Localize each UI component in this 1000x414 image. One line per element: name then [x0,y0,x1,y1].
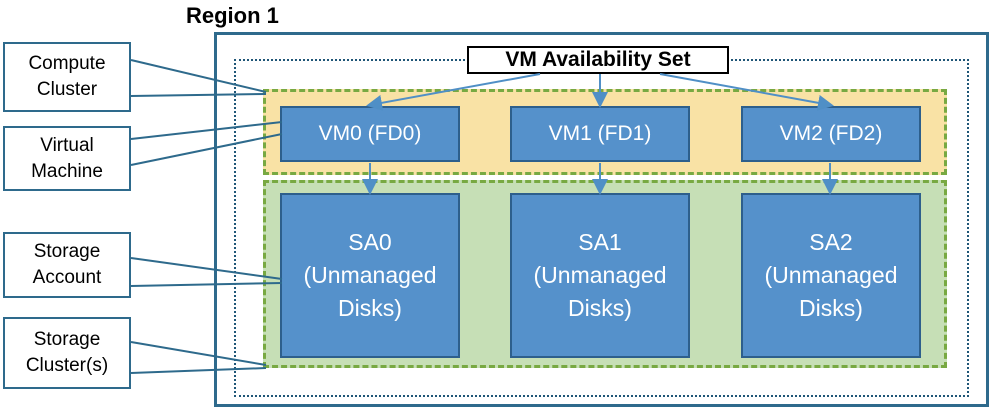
region-title: Region 1 [186,3,279,28]
legend-line: Machine [31,160,103,182]
legend-line: Virtual [40,134,94,156]
availability-set-title: VM Availability Set [467,46,729,74]
legend-line: Storage [33,241,101,262]
storage-account-name: SA2 [809,229,853,255]
storage-account-suffix: Disks) [799,295,863,321]
legend-line: Cluster [36,79,98,100]
callout-virtual-machine-b [130,133,283,166]
legend-storage-account: Storage Account [3,232,131,298]
region-boundary [214,32,989,407]
callout-compute-cluster-b [130,93,267,97]
storage-account-name: SA1 [578,229,622,255]
legend-line: Storage [33,329,101,350]
storage-account-type: (Unmanaged [764,262,898,288]
vm-label: VM1 (FD1) [548,122,652,145]
storage-account-node-0: SA0 (Unmanaged Disks) [280,193,460,358]
callout-storage-cluster-b [130,367,267,374]
storage-account-node-1: SA1 (Unmanaged Disks) [510,193,690,358]
legend-line: Cluster(s) [25,355,109,376]
storage-account-suffix: Disks) [568,295,632,321]
callout-compute-cluster-a [130,59,267,93]
availability-set-arrows [366,73,834,111]
arrow-set-to-vm2 [659,73,834,111]
callout-storage-account-b [130,282,283,287]
callout-storage-cluster-a [130,341,267,366]
storage-account-type: (Unmanaged [533,262,667,288]
legend-line: Account [32,267,102,288]
legend-line: Compute [28,53,106,74]
legend-storage-cluster: Storage Cluster(s) [3,317,131,389]
legend-virtual-machine: Virtual Machine [3,126,131,191]
vm-label: VM2 (FD2) [779,122,883,145]
vm-node-2: VM2 (FD2) [741,106,921,162]
storage-account-name: SA0 [348,229,392,255]
callout-storage-account-a [130,257,283,280]
callout-virtual-machine-a [130,121,283,140]
arrow-set-to-vm0 [366,73,541,111]
storage-account-type: (Unmanaged [303,262,437,288]
storage-account-suffix: Disks) [338,295,402,321]
legend-callouts [130,59,283,374]
legend-compute-cluster: Compute Cluster [3,42,131,112]
vm-label: VM0 (FD0) [318,122,422,145]
vm-to-storage-arrows [362,163,838,195]
